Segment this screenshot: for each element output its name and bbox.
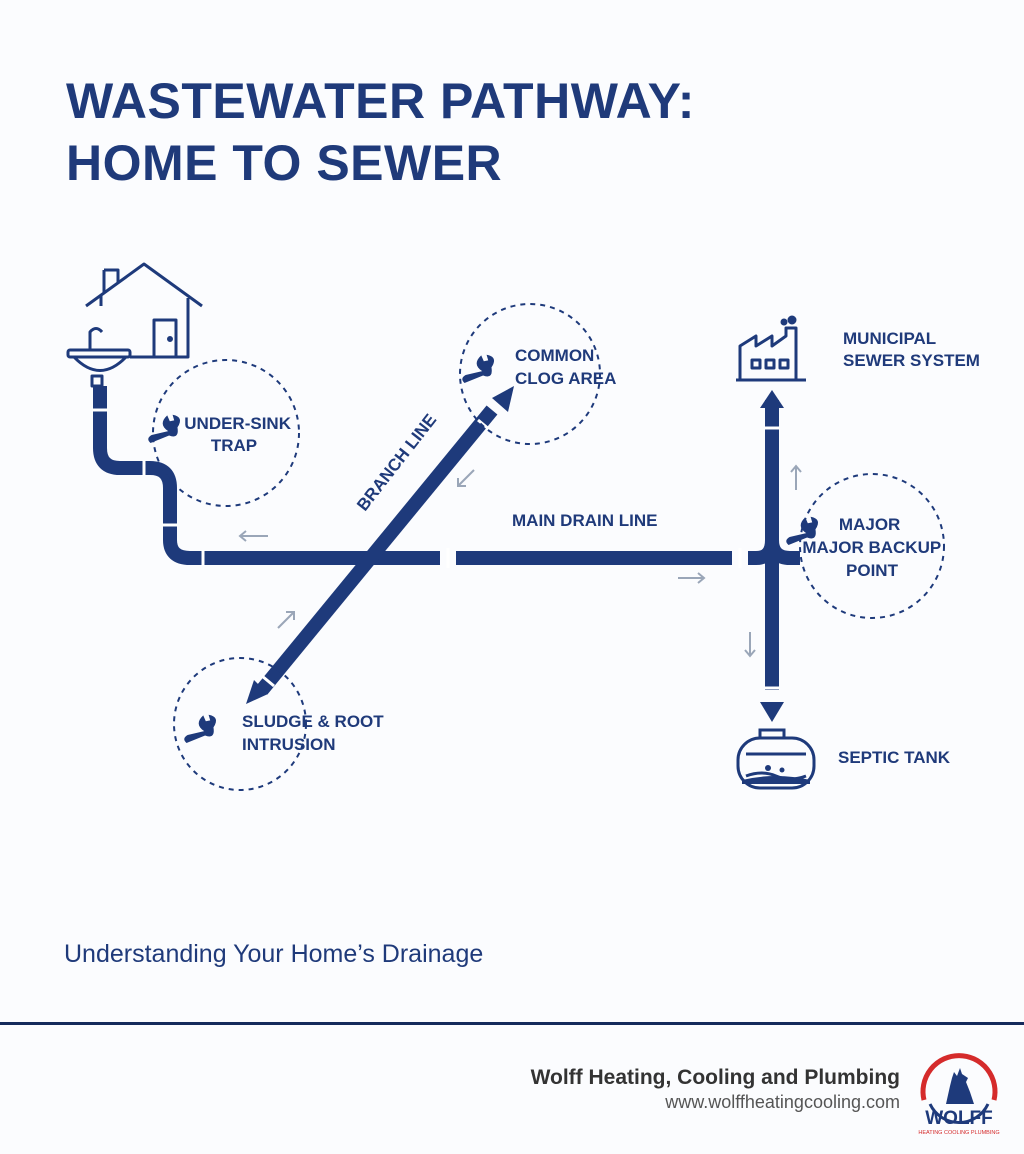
callout-circles [152,303,945,791]
septic-tank-label: SEPTIC TANK [838,748,951,767]
under-sink-label-line-1: UNDER-SINK [184,414,291,433]
branch-line-pipe [256,405,498,695]
major-backup-label-line-1: MAJOR [839,515,900,534]
flow-arrow-icon [790,464,802,490]
drainage-diagram: UNDER-SINK TRAP COMMON CLOG AREA BRANCH … [66,262,980,791]
septic-tank-icon [736,728,816,790]
svg-text:SLUDGE & ROOT INTRUSION: SLUDGE & ROOT INTRUSION [242,712,388,754]
title-line-2: HOME TO SEWER [66,135,503,191]
flow-arrow-icon [678,572,706,584]
sludge-label-line-2: INTRUSION [242,735,336,754]
flow-arrow-icon [744,632,756,658]
major-backup-callout [799,473,945,619]
footer-divider [0,1022,1024,1025]
drain-pipes [93,386,800,695]
page-title: WASTEWATER PATHWAY: HOME TO SEWER [66,70,695,194]
company-name: Wolff Heating, Cooling and Plumbing [530,1066,900,1089]
municipal-label-line-2: SEWER SYSTEM [843,351,980,370]
under-sink-callout [152,359,300,507]
logo-tagline: HEATING COOLING PLUMBING [918,1130,999,1136]
major-backup-label-line-3: POINT [846,561,899,580]
pipe-arrowheads [246,386,784,722]
flow-arrow-icon [277,611,295,629]
common-clog-label-line-2: CLOG AREA [515,369,616,388]
wrench-icon [461,350,496,390]
wolff-logo: WOLFF HEATING COOLING PLUMBING [918,1053,1000,1136]
factory-icon [736,315,806,382]
svg-text:COMMON CLOG AREA: COMMON CLOG AREA [515,346,616,388]
municipal-label-line-1: MUNICIPAL [843,329,936,348]
down-arrowhead [760,702,784,722]
branch-arrowhead-top [492,386,514,412]
title-line-1: WASTEWATER PATHWAY: [66,73,695,129]
sink-icon [66,327,132,388]
pipe-couplings [92,408,780,690]
flow-arrow-icon [457,469,475,487]
svg-text:MAJOR MAJOR BACKUP POI: MAJOR MAJOR BACKUP POINT [802,515,945,580]
company-url: www.wolffheatingcooling.com [665,1092,900,1112]
branch-arrowhead-bottom [246,680,268,704]
common-clog-label-line-1: COMMON [515,346,594,365]
sludge-callout [173,657,307,791]
diagram-subtitle: Understanding Your Home’s Drainage [64,940,484,968]
common-clog-callout [459,303,601,445]
house-icon [85,262,203,359]
company-info: Wolff Heating, Cooling and Plumbing www.… [531,1066,900,1113]
main-drain-label: MAIN DRAIN LINE [512,511,657,530]
under-sink-label-line-2: TRAP [211,436,257,455]
up-arrowhead [760,390,784,408]
wrench-icon [183,710,218,750]
svg-text:UNDER-SINK TRAP: UNDER-SINK TRAP [184,414,295,455]
flow-arrows [238,464,802,658]
sludge-label-line-1: SLUDGE & ROOT [242,712,384,731]
svg-text:MUNICIPAL SEWER SYSTEM: MUNICIPAL SEWER SYSTEM [843,329,980,370]
major-backup-label-line-2: MAJOR BACKUP [802,538,941,557]
logo-wordmark: WOLFF [925,1108,993,1129]
flow-arrow-icon [238,530,268,542]
wolf-silhouette-icon [946,1068,974,1104]
